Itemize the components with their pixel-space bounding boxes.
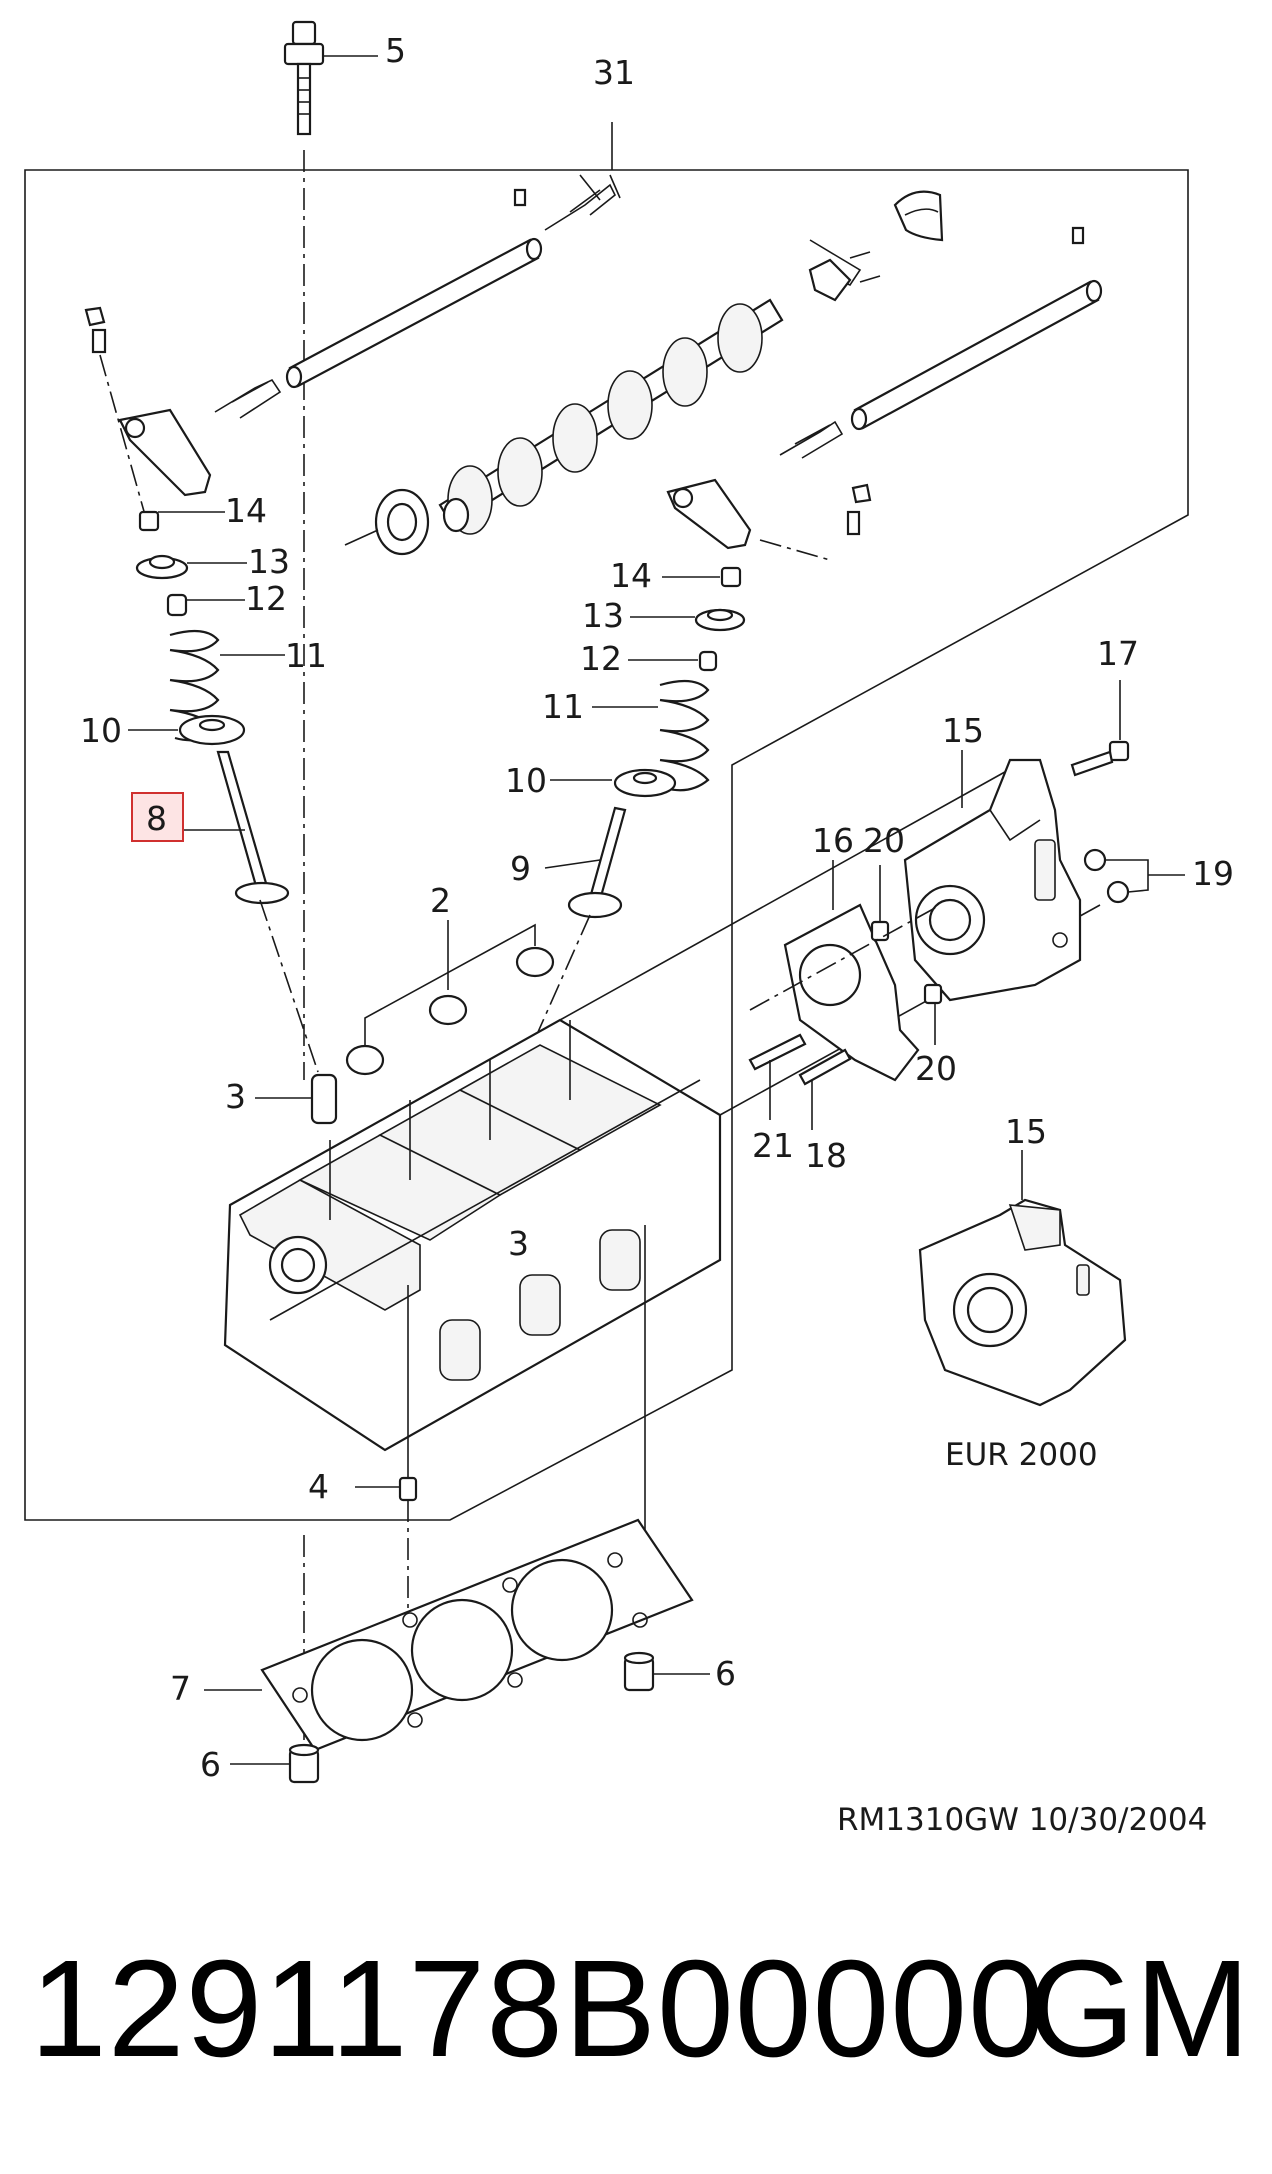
valve-keeper-left[interactable]: [138, 510, 160, 532]
camshaft-oil-seal[interactable]: [374, 488, 430, 556]
highlight-box-valve: [131, 792, 184, 842]
thermostat-housing-eur2000[interactable]: [918, 1198, 1127, 1407]
callout-9: 9: [510, 849, 531, 888]
variant-label: EUR 2000: [945, 1437, 1098, 1473]
thrust-plate[interactable]: [808, 251, 881, 302]
callout-31: 31: [593, 53, 635, 92]
callout-18: 18: [805, 1136, 847, 1175]
rocker-shaft-right[interactable]: [850, 226, 1103, 431]
thermostat-housing[interactable]: [903, 758, 1082, 1002]
housing-stud-short[interactable]: [798, 1048, 852, 1086]
callout-14-right: 14: [610, 556, 652, 595]
callout-15-main: 15: [942, 711, 984, 750]
expansion-plug[interactable]: [345, 946, 555, 1076]
callout-19: 19: [1192, 854, 1234, 893]
valve-left[interactable]: [216, 750, 290, 905]
valve-stem-seal-left[interactable]: [166, 593, 188, 617]
housing-nut-lower[interactable]: [1106, 880, 1130, 904]
callout-21: 21: [752, 1126, 794, 1165]
adjust-screw-right[interactable]: [846, 483, 872, 536]
spring-retainer-right[interactable]: [694, 608, 746, 632]
callout-16: 16: [812, 821, 854, 860]
housing-dowel-lower[interactable]: [923, 983, 943, 1005]
brand-name: GM: [1027, 1932, 1250, 2086]
valve-keeper-right[interactable]: [720, 566, 742, 588]
callout-11-left: 11: [285, 636, 327, 675]
part-footer: 1291178B00000 GM: [30, 1930, 1250, 2130]
callout-11-right: 11: [542, 687, 584, 726]
callout-12-right: 12: [580, 639, 622, 678]
callout-14-left: 14: [225, 491, 267, 530]
callout-13-left: 13: [248, 542, 290, 581]
callout-5: 5: [385, 31, 406, 70]
callout-3-left: 3: [225, 1077, 246, 1116]
rocker-shaft-left[interactable]: [285, 188, 543, 389]
dowel-sleeve-left[interactable]: [288, 1743, 320, 1784]
callout-8: 8: [146, 799, 167, 838]
drawing-reference: RM1310GW 10/30/2004: [837, 1802, 1207, 1838]
callout-17: 17: [1097, 634, 1139, 673]
cylinder-head-gasket[interactable]: [260, 1518, 694, 1752]
spring-seat-left[interactable]: [178, 714, 246, 746]
callout-7: 7: [170, 1669, 191, 1708]
rocker-arm-right[interactable]: [666, 478, 752, 550]
cylinder-head[interactable]: [223, 767, 1101, 1452]
cam-bearing-cap[interactable]: [893, 190, 944, 242]
callout-12-left: 12: [245, 579, 287, 618]
callout-6-left: 6: [200, 1745, 221, 1784]
dowel-sleeve-right[interactable]: [623, 1651, 655, 1692]
housing-nut-upper[interactable]: [1083, 848, 1107, 872]
callout-13-right: 13: [582, 596, 624, 635]
callout-15-variant: 15: [1005, 1112, 1047, 1151]
rocker-arm-left[interactable]: [118, 408, 212, 497]
callout-4: 4: [308, 1467, 329, 1506]
dowel-pin[interactable]: [398, 1476, 418, 1502]
housing-dowel-upper[interactable]: [870, 920, 890, 942]
callout-2: 2: [430, 881, 451, 920]
spring-seat-right[interactable]: [613, 768, 677, 798]
head-assembly-frame: [24, 169, 1189, 1521]
shaft-clip-lower-left[interactable]: [214, 378, 282, 419]
housing-stud-long[interactable]: [748, 1033, 807, 1071]
valve-stem-seal-right[interactable]: [698, 650, 718, 672]
camshaft[interactable]: [438, 298, 784, 535]
cylinder-head-bolt[interactable]: [283, 20, 325, 136]
spring-retainer-left[interactable]: [135, 554, 189, 580]
valve-right[interactable]: [567, 806, 627, 919]
housing-bolt[interactable]: [1070, 740, 1130, 777]
shaft-clip-upper[interactable]: [544, 174, 621, 231]
callout-10-right: 10: [505, 761, 547, 800]
callout-3-right: 3: [508, 1224, 529, 1263]
housing-gasket[interactable]: [783, 903, 920, 1082]
adjust-screw-left[interactable]: [84, 306, 107, 354]
valve-spring-right[interactable]: [659, 679, 710, 792]
callout-6-right: 6: [715, 1654, 736, 1693]
part-number: 1291178B00000: [30, 1932, 1046, 2086]
callout-20-lower: 20: [915, 1049, 957, 1088]
valve-guide-left[interactable]: [310, 1073, 338, 1125]
callout-10-left: 10: [80, 711, 122, 750]
callout-20-upper: 20: [863, 821, 905, 860]
